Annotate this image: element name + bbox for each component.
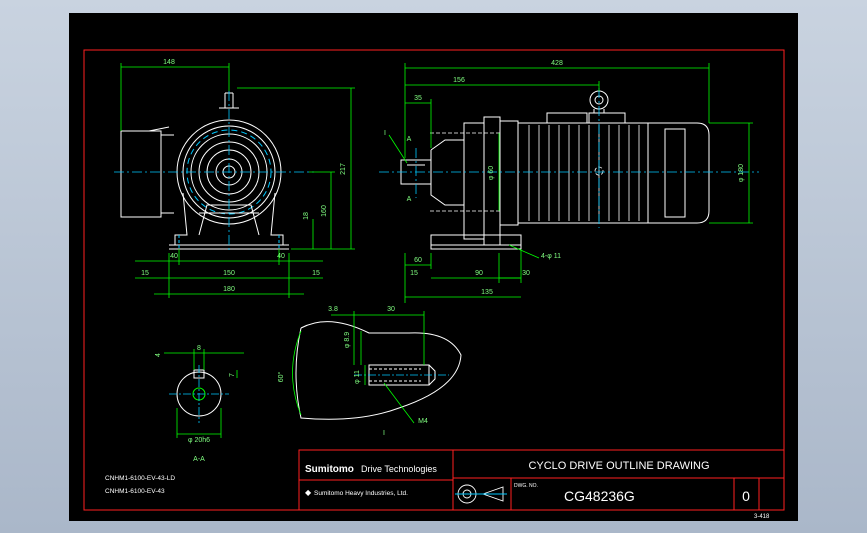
brand-block: Sumitomo Drive Technologies ◆ Sumitomo H…	[305, 464, 437, 497]
dim-thread: M4	[418, 418, 428, 425]
model-list: CNHM1-6100-EV-43-LD CNHM1-6100-EV-43	[105, 475, 175, 495]
dim-holes: 4-φ 11	[541, 253, 561, 260]
dim-phi11: φ 11	[354, 370, 361, 384]
section-aa-lines	[169, 365, 229, 423]
front-dimensions	[120, 63, 355, 298]
dim-40-left: 40	[170, 253, 178, 260]
dim-180: 180	[223, 286, 235, 293]
dim-15-right: 15	[312, 270, 320, 277]
view-a-leader	[388, 134, 408, 164]
sheet-number: 3-418	[754, 514, 770, 520]
company-name: Sumitomo Heavy Industries, Ltd.	[314, 490, 408, 497]
detail-i-labels: 3.8 30 φ 8.9 φ 11 60° M4 I	[277, 306, 428, 437]
dwg-no-label: DWG. NO.	[514, 483, 538, 489]
brand-main: Sumitomo	[305, 464, 354, 475]
dim-phi8-9: φ 8.9	[344, 332, 351, 348]
dim-15-side: 15	[410, 270, 418, 277]
dim-30: 30	[522, 270, 530, 277]
dim-motor-dia: φ 180	[738, 164, 745, 182]
cad-drawing: 148 217 160 18 40 40 150 15 15 180	[83, 49, 785, 520]
dim-40-right: 40	[277, 253, 285, 260]
dim-7: 7	[229, 373, 236, 377]
dim-217: 217	[340, 163, 347, 175]
dim-428: 428	[551, 60, 563, 67]
projection-symbol-icon	[455, 484, 507, 504]
dim-angle: 60°	[277, 372, 285, 383]
view-a-top: A	[407, 136, 412, 143]
front-view	[120, 92, 289, 250]
dim-148: 148	[163, 59, 175, 66]
detail-label: I	[383, 430, 385, 437]
dim-15-left: 15	[141, 270, 149, 277]
dim-160: 160	[321, 205, 328, 217]
revision: 0	[742, 488, 750, 504]
drawing-title: CYCLO DRIVE OUTLINE DRAWING	[528, 460, 709, 472]
view-a-bottom: A	[407, 196, 412, 203]
model-2: CNHM1-6100-EV-43	[105, 488, 165, 495]
dim-4: 4	[155, 353, 162, 357]
dim-135: 135	[481, 289, 493, 296]
detail-i-dims	[292, 311, 425, 424]
section-aa-dims	[164, 349, 244, 438]
dim-3-8: 3.8	[328, 306, 338, 313]
front-centerlines	[114, 91, 314, 253]
side-view	[400, 90, 710, 250]
dim-150: 150	[223, 270, 235, 277]
dim-shaft-dia: φ 60	[488, 166, 495, 180]
brand-sub: Drive Technologies	[361, 464, 437, 474]
dim-20h6: φ 20h6	[188, 437, 210, 444]
drawing-canvas: 148 217 160 18 40 40 150 15 15 180	[69, 13, 798, 521]
dim-60: 60	[414, 257, 422, 264]
dim-30-detail: 30	[387, 306, 395, 313]
title-block	[298, 449, 785, 511]
dim-35: 35	[414, 95, 422, 102]
section-aa-labels: 8 4 7 φ 20h6 A-A	[155, 345, 236, 463]
dwg-number: CG48236G	[564, 488, 635, 504]
dim-18: 18	[303, 212, 310, 220]
model-1: CNHM1-6100-EV-43-LD	[105, 475, 175, 482]
dim-90: 90	[475, 270, 483, 277]
front-dim-labels: 148 217 160 18 40 40 150 15 15 180	[141, 59, 347, 293]
company-logo-icon: ◆	[305, 488, 312, 497]
side-dim-labels: 428 156 35 φ 60 φ 180 60 90 30 15 135 4-…	[384, 60, 745, 296]
side-centerlines	[379, 88, 759, 228]
view-i-label: I	[384, 130, 386, 137]
section-label: A-A	[193, 456, 205, 463]
dim-156: 156	[453, 77, 465, 84]
detail-i	[295, 321, 462, 420]
dim-8: 8	[197, 345, 201, 352]
side-dimensions	[404, 63, 753, 303]
